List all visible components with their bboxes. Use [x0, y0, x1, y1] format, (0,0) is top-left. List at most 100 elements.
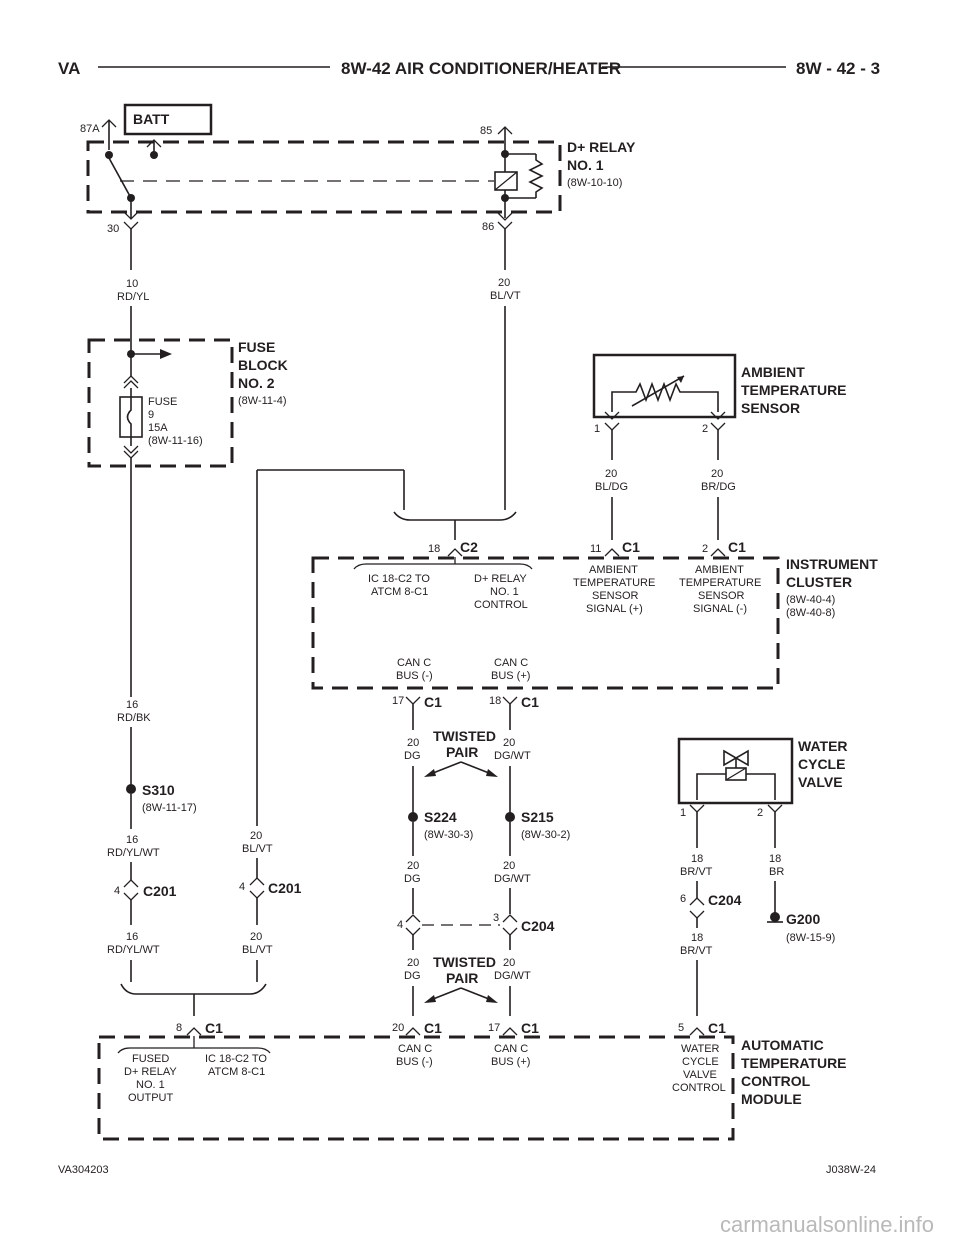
atcm-pin-20: 20	[392, 1022, 404, 1034]
ic-lbl-ic-b: ATCM 8-C1	[371, 586, 428, 598]
g200-ref: (8W-15-9)	[786, 932, 835, 944]
terminal-87a	[101, 119, 117, 128]
atcm-f-a: FUSED	[132, 1053, 169, 1065]
ic-lbl-dr-c: CONTROL	[474, 599, 528, 611]
ic-c1-pin-18: 18	[489, 695, 501, 707]
water-cycle-valve: 1 2 WATER CYCLE VALVE	[677, 737, 848, 819]
water-valve-name-2: CYCLE	[798, 756, 845, 772]
c204a-pin-4: 4	[397, 919, 403, 931]
atcm-c1-b: C1	[424, 1020, 442, 1036]
wire-rdbk-color: RD/BK	[117, 712, 151, 724]
ic-can-neg-b: BUS (-)	[396, 670, 433, 682]
relay-switch-arm	[108, 157, 132, 199]
ic-lbl-an-d: SIGNAL (-)	[693, 603, 747, 615]
ic-c1-label-d: C1	[521, 694, 539, 710]
atcm-name-3: CONTROL	[741, 1073, 811, 1089]
ground-g200: G200 (8W-15-9)	[767, 911, 835, 944]
wire-brdg-color: BR/DG	[701, 481, 736, 493]
wire-bldg-color: BL/DG	[595, 481, 628, 493]
wire-dg-3-color: DG	[404, 970, 421, 982]
c1-pin8-bracket	[120, 983, 267, 995]
fuse-label-4: (8W-11-16)	[148, 435, 203, 447]
connector-c204-can: 4 3 C204	[397, 912, 555, 936]
arrow-right-icon	[486, 769, 498, 777]
wire-br-color: BR	[769, 866, 784, 878]
wire-dgwt-3-gauge: 20	[503, 957, 515, 969]
wire-brvt-1-color: BR/VT	[680, 866, 713, 878]
batt-label: BATT	[133, 111, 170, 127]
wire-dg-2-gauge: 20	[407, 860, 419, 872]
wire-blvt-1-gauge: 20	[250, 830, 262, 842]
atcm-pin-8: 8	[176, 1022, 182, 1034]
c201b-name: C201	[268, 880, 302, 896]
fuse-block-name-3: NO. 2	[238, 375, 275, 391]
atcm-f-d: OUTPUT	[128, 1092, 174, 1104]
splice-s215: S215 (8W-30-2)	[505, 809, 570, 841]
c201a-pin: 4	[114, 885, 120, 897]
connector-c201-a: 4 C201	[114, 879, 177, 901]
fuse-block-outline	[87, 338, 234, 468]
automatic-temperature-control-module: 8 C1 20 C1 17 C1 5 C1 FUSED D+ RELAY NO.…	[97, 1020, 847, 1141]
ic-lbl-ap-c: SENSOR	[592, 590, 639, 602]
wire-br-gauge: 18	[769, 853, 781, 865]
header-title: 8W-42 AIR CONDITIONER/HEATER	[341, 59, 621, 78]
c201b-pin: 4	[239, 881, 245, 893]
wire-rdylwt-1-color: RD/YL/WT	[107, 847, 160, 859]
fuse-element-icon	[126, 397, 132, 437]
fuse-label-1: FUSE	[148, 396, 177, 408]
water-valve-name-3: VALVE	[798, 774, 843, 790]
wire-brvt-1-gauge: 18	[691, 853, 703, 865]
ic-lbl-ap-a: AMBIENT	[589, 564, 638, 576]
relay-ref: (8W-10-10)	[567, 177, 622, 189]
ambient-pin-1: 1	[594, 423, 600, 435]
header-page-number: 8W - 42 - 3	[796, 59, 880, 78]
ic-lbl-an-b: TEMPERATURE	[679, 577, 761, 589]
page-footer: VA304203 J038W-24 carmanualsonline.info	[58, 1164, 934, 1237]
ic-lbl-ic-a: IC 18-C2 TO	[368, 573, 430, 585]
watermark: carmanualsonline.info	[720, 1212, 934, 1237]
wire-dgwt-2-color: DG/WT	[494, 873, 531, 885]
relay-coil	[494, 171, 518, 191]
atcm-c1-a: C1	[205, 1020, 223, 1036]
d-relay-no1: BATT 87A 85 D+ RELAY NO. 1	[80, 103, 636, 235]
s310-ref: (8W-11-17)	[142, 802, 197, 814]
atcm-cp-b: BUS (+)	[491, 1056, 530, 1068]
ic-c1-label-a: C1	[622, 539, 640, 555]
atcm-wv-d: CONTROL	[672, 1082, 726, 1094]
atcm-cn-b: BUS (-)	[396, 1056, 433, 1068]
water-valve-box	[677, 737, 794, 805]
wire-blvt-top-color: BL/VT	[490, 290, 521, 302]
instrument-cluster: 18 C2 11 C1 2 C1 IC 18-C2 TO ATCM 8-C1 D…	[311, 539, 878, 710]
atcm-cn-a: CAN C	[398, 1043, 432, 1055]
wire-brvt-2-color: BR/VT	[680, 945, 713, 957]
s215-dot	[505, 812, 515, 822]
ic-c2-pin: 18	[428, 543, 440, 555]
wire-rdyl-gauge: 10	[126, 278, 138, 290]
atcm-wv-a: WATER	[681, 1043, 720, 1055]
atcm-pin-17: 17	[488, 1022, 500, 1034]
wire-dg-1-color: DG	[404, 750, 421, 762]
relay-resistor	[528, 154, 544, 198]
twisted-pair-lower-line2: PAIR	[446, 970, 478, 986]
fuse-label-3: 15A	[148, 422, 168, 434]
c204b-name: C204	[708, 892, 742, 908]
wire-dgwt-3-color: DG/WT	[494, 970, 531, 982]
s310-name: S310	[142, 782, 175, 798]
c204a-name: C204	[521, 918, 555, 934]
water-valve-name-1: WATER	[798, 738, 848, 754]
fuse-block-ref: (8W-11-4)	[238, 395, 287, 407]
fuse-block-name-1: FUSE	[238, 339, 275, 355]
atcm-i-a: IC 18-C2 TO	[205, 1053, 267, 1065]
atcm-name-2: TEMPERATURE	[741, 1055, 847, 1071]
wire-blvt-2-color: BL/VT	[242, 944, 273, 956]
ic-lbl-ap-b: TEMPERATURE	[573, 577, 655, 589]
water-valve-pin-2: 2	[757, 807, 763, 819]
connector-c204-b: 6 C204	[680, 892, 742, 919]
atcm-f-b: D+ RELAY	[124, 1066, 177, 1078]
footer-right: J038W-24	[826, 1164, 876, 1176]
wire-brvt-2-gauge: 18	[691, 932, 703, 944]
ic-name-1: INSTRUMENT	[786, 556, 878, 572]
s224-dot	[408, 812, 418, 822]
connector-c201-b: 4 C201	[239, 877, 302, 899]
